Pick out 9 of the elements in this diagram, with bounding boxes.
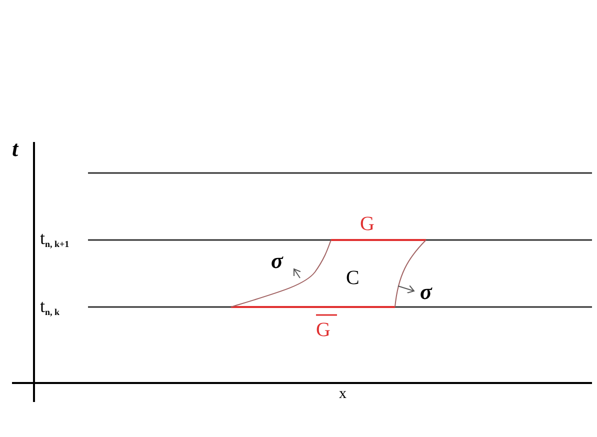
- flux-label: σ: [420, 281, 432, 303]
- flux-label: σ: [271, 250, 283, 272]
- boundary-label: G: [316, 320, 330, 340]
- axis-label: t: [12, 138, 18, 160]
- time-level-label: t$_{n, k}$: [40, 297, 60, 317]
- region-label: C: [346, 268, 360, 288]
- time-level-label: t$_{n, k+1}$: [40, 229, 70, 249]
- axis-label: x: [339, 387, 346, 402]
- boundary-label: G: [360, 214, 374, 234]
